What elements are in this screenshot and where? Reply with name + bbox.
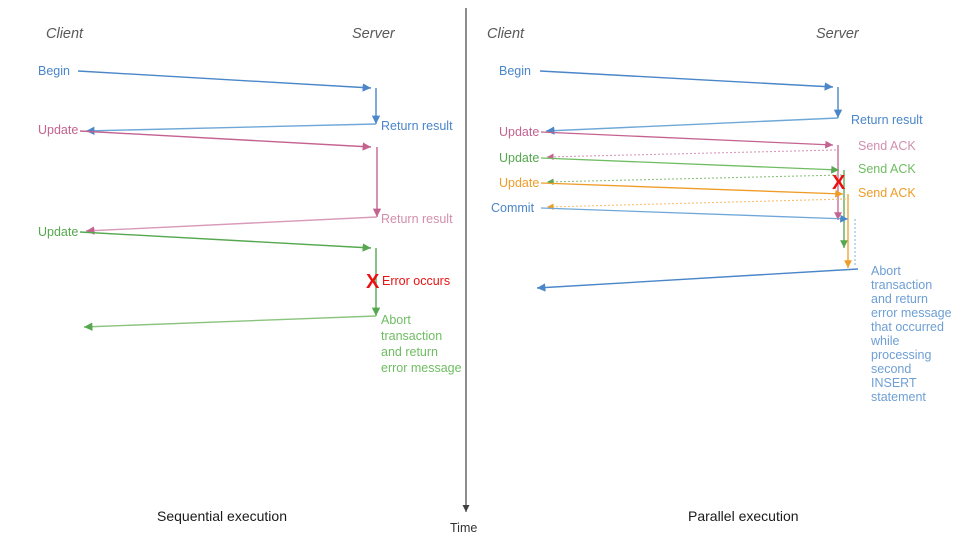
left-panel-group bbox=[77, 70, 382, 331]
left-lane-client-label: Client bbox=[46, 26, 84, 42]
left-arrow-begin bbox=[77, 70, 372, 92]
left-msg-update-1: Update bbox=[38, 123, 78, 137]
right-abort-line-7: second bbox=[871, 362, 911, 376]
left-arrow-return-pink bbox=[85, 216, 378, 235]
right-abort-line-6: processing bbox=[871, 348, 931, 362]
right-msg-begin: Begin bbox=[499, 64, 531, 78]
right-msg-update-2: Update bbox=[499, 151, 539, 165]
left-note-return-2: Return result bbox=[381, 212, 453, 226]
right-note-ack-green: Send ACK bbox=[858, 162, 916, 176]
right-abort-line-0: Abort bbox=[871, 264, 901, 278]
left-lane-server-label: Server bbox=[352, 26, 396, 42]
left-abort-line-1: transaction bbox=[381, 329, 442, 343]
right-msg-commit: Commit bbox=[491, 201, 535, 215]
right-abort-line-4: that occurred bbox=[871, 320, 944, 334]
left-panel-caption: Sequential execution bbox=[157, 508, 287, 524]
right-ack-pink bbox=[546, 149, 837, 161]
right-lane-client-label: Client bbox=[487, 26, 525, 42]
right-ack-orange bbox=[546, 198, 847, 211]
left-msg-begin: Begin bbox=[38, 64, 70, 78]
left-note-return-1: Return result bbox=[381, 119, 453, 133]
right-panel-group bbox=[536, 70, 859, 292]
left-abort-line-0: Abort bbox=[381, 313, 411, 327]
right-arrow-commit bbox=[540, 207, 849, 223]
right-arrow-update-green bbox=[540, 157, 840, 174]
right-abort-line-2: and return bbox=[871, 292, 928, 306]
right-note-ack-pink: Send ACK bbox=[858, 139, 916, 153]
right-panel-caption: Parallel execution bbox=[688, 508, 799, 524]
left-msg-update-2: Update bbox=[38, 225, 78, 239]
right-abort-line-8: INSERT bbox=[871, 376, 917, 390]
left-abort-line-3: error message bbox=[381, 361, 462, 375]
time-axis-label: Time bbox=[450, 521, 477, 535]
left-arrow-abort-green bbox=[83, 315, 377, 331]
right-note-ack-orange: Send ACK bbox=[858, 186, 916, 200]
right-error-marker-icon: X bbox=[832, 172, 846, 194]
right-ack-green bbox=[546, 174, 843, 186]
left-arrow-return-blue bbox=[85, 123, 377, 135]
right-arrow-update-pink bbox=[540, 131, 834, 149]
error-marker-icon: X bbox=[366, 271, 380, 293]
right-arrow-update-orange bbox=[540, 182, 844, 198]
right-lane-server-label: Server bbox=[816, 26, 860, 42]
left-arrow-update-pink bbox=[79, 130, 372, 151]
right-abort-line-9: statement bbox=[871, 390, 926, 404]
right-abort-line-5: while bbox=[870, 334, 900, 348]
right-note-return: Return result bbox=[851, 113, 923, 127]
left-error-label: Error occurs bbox=[382, 274, 450, 288]
right-abort-line-3: error message bbox=[871, 306, 952, 320]
left-arrow-update-green bbox=[79, 231, 372, 252]
right-msg-update-3: Update bbox=[499, 176, 539, 190]
left-abort-line-2: and return bbox=[381, 345, 438, 359]
right-abort-line-1: transaction bbox=[871, 278, 932, 292]
right-msg-update-1: Update bbox=[499, 125, 539, 139]
right-arrow-return-blue bbox=[545, 117, 839, 135]
right-arrow-begin bbox=[539, 70, 834, 91]
right-arrow-abort-blue bbox=[536, 268, 859, 292]
